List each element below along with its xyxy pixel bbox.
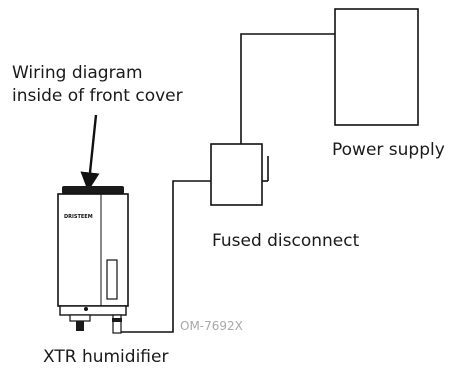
wire-power-to-disconnect xyxy=(240,33,335,144)
callout-line-1: Wiring diagram xyxy=(12,63,143,83)
humidifier-conduit-fitting xyxy=(112,314,122,334)
humidifier-conduit-nut xyxy=(112,318,122,322)
callout-line-2: inside of front cover xyxy=(12,86,183,106)
humidifier-drain-dot xyxy=(84,307,88,311)
wire-disconnect-to-humidifier xyxy=(120,180,211,333)
humidifier-fitting-nozzle xyxy=(76,321,84,331)
humidifier-unit: DRISTEEM xyxy=(57,186,129,334)
power-supply-label: Power supply xyxy=(332,140,445,160)
power-supply-box xyxy=(334,8,419,126)
fused-disconnect-box xyxy=(210,143,263,206)
fused-disconnect-label: Fused disconnect xyxy=(212,231,360,251)
humidifier-fitting xyxy=(69,314,91,322)
humidifier-base xyxy=(59,305,127,316)
humidifier-label: XTR humidifier xyxy=(43,347,168,367)
humidifier-brand-logo: DRISTEEM xyxy=(64,214,93,220)
humidifier-side-window xyxy=(106,259,118,300)
humidifier-top xyxy=(62,186,124,194)
figure-code: OM-7692X xyxy=(180,319,243,333)
callout-arrow xyxy=(80,114,100,192)
